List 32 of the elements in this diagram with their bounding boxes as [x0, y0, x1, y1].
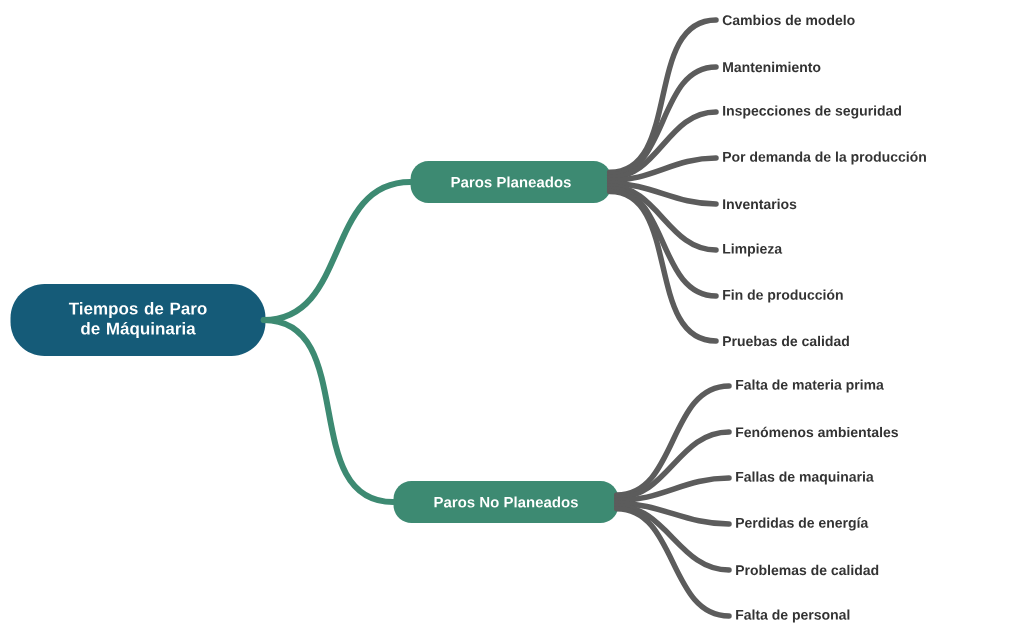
leaf-label: Inventarios [723, 198, 797, 210]
root-box: Tiempos de Paro de Máquinaria [10, 284, 266, 356]
leaf-label: Inspecciones de seguridad [723, 105, 901, 119]
leaf-label: Perdidas de energía [736, 517, 869, 531]
leaf-label: Falta de personal [736, 609, 850, 623]
connector-line [606, 183, 719, 253]
leaf-label: Cambios de modelo [722, 14, 855, 26]
leaf-label: Fenómenos ambientales [736, 426, 898, 438]
connector-line [606, 64, 719, 178]
branch-box: Paros No Planeados [393, 481, 619, 523]
connector-line [606, 155, 719, 184]
leaf-label: Fin de producción [723, 289, 843, 303]
connector-line [614, 500, 732, 527]
connector-line [614, 383, 732, 498]
connector-line [614, 503, 732, 573]
leaf-label: Limpieza [723, 243, 783, 257]
leaf-label: Por demanda de la producción [723, 151, 926, 165]
connector-line [606, 186, 719, 299]
branch-box: Paros Planeados [410, 161, 612, 203]
connector-line [614, 475, 732, 504]
connector-line [606, 109, 719, 181]
connector-line [260, 317, 397, 505]
connector-line [614, 506, 732, 619]
connector-line [614, 429, 732, 501]
leaf-label: Falta de materia prima [736, 379, 884, 393]
connector-line [606, 17, 719, 176]
leaf-label: Pruebas de calidad [723, 335, 849, 347]
leaf-label: Mantenimiento [723, 61, 821, 73]
connector-line [606, 188, 719, 344]
connector-line [606, 180, 719, 207]
leaf-label: Problemas de calidad [736, 564, 879, 576]
leaf-label: Fallas de maquinaria [736, 471, 874, 485]
